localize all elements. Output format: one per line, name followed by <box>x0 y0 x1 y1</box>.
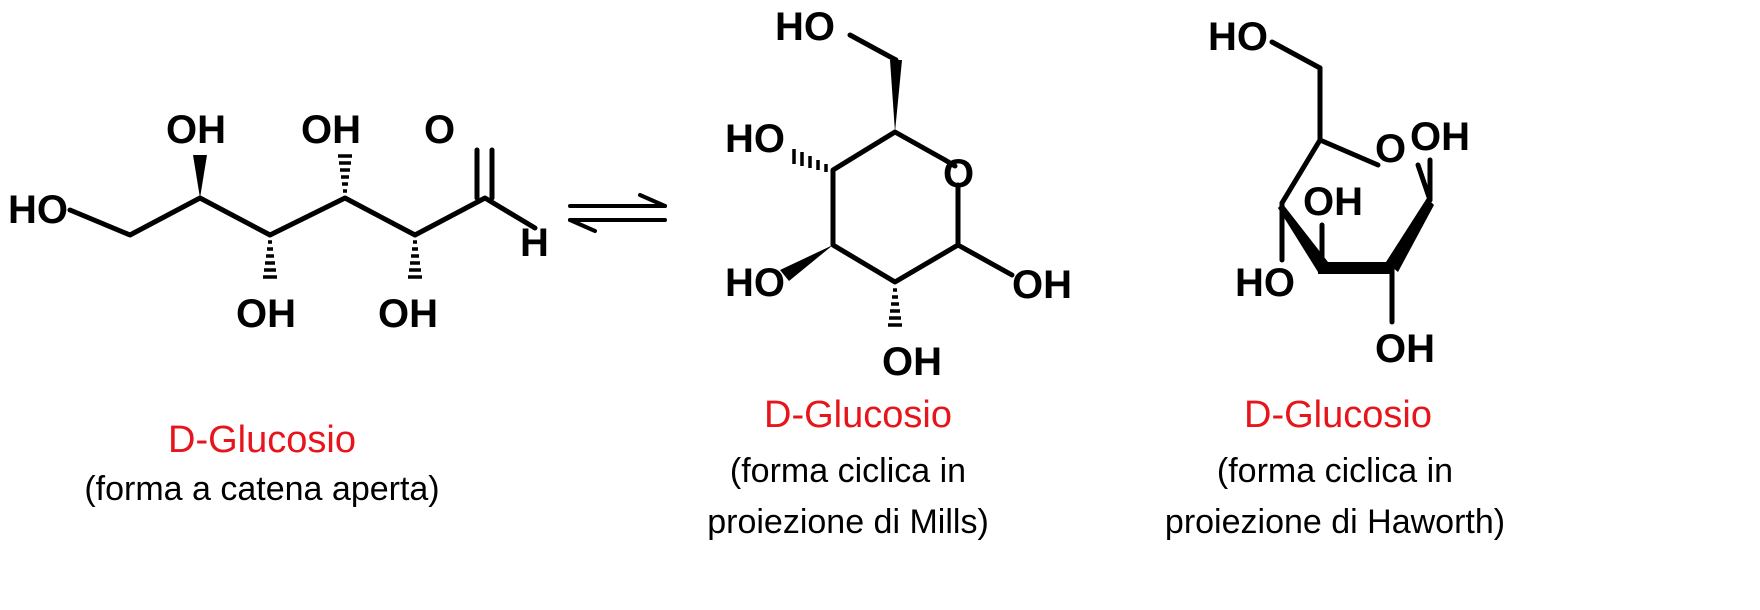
hash-bond-c3 <box>338 154 352 193</box>
hash-bond-c2 <box>408 240 422 279</box>
mills-c1-oh-bond <box>955 242 1015 278</box>
open-chain-name: D-Glucosio <box>168 419 356 461</box>
haworth-ho-c4: HO <box>1235 261 1295 305</box>
mills-c3-wedge <box>780 245 833 281</box>
mills-ho-c3: HO <box>725 261 785 305</box>
haworth-c5-c4-bond <box>1279 137 1323 206</box>
open-chain-backbone <box>67 195 538 238</box>
haworth-c2-c1-wedge <box>1386 198 1434 272</box>
mills-name: D-Glucosio <box>764 394 952 436</box>
open-chain-aldehyde-h: H <box>520 221 549 265</box>
haworth-oh-c1: OH <box>1410 115 1470 159</box>
mills-ho-ch2: HO <box>775 5 835 49</box>
haworth-name: D-Glucosio <box>1244 394 1432 436</box>
open-chain-oh-c2: OH <box>378 292 438 336</box>
open-chain-carbonyl-o: O <box>424 108 455 152</box>
mills-ch2-oh-bond <box>847 32 899 63</box>
haworth-description-line2: proiezione di Haworth) <box>1165 503 1505 541</box>
wedge-bond-c5 <box>193 155 207 198</box>
haworth-structure: HO O OH OH HO OH <box>1208 15 1470 371</box>
mills-ho-c4: HO <box>725 117 785 161</box>
mills-oh-c1: OH <box>1012 263 1072 307</box>
open-chain-oh-c3: OH <box>301 108 361 152</box>
mills-c5-ch2-wedge <box>890 60 902 132</box>
haworth-c4-c3-wedge <box>1278 203 1328 272</box>
mills-description-line2: proiezione di Mills) <box>707 503 989 541</box>
haworth-oh-c3: OH <box>1303 180 1363 224</box>
mills-ring-o: O <box>943 152 974 196</box>
haworth-c5-o-bond <box>1317 137 1381 168</box>
hash-bond-c4 <box>263 240 277 279</box>
mills-ring <box>830 129 961 285</box>
haworth-oh-c2: OH <box>1375 327 1435 371</box>
mills-c4-hash <box>792 149 828 172</box>
haworth-description-line1: (forma ciclica in <box>1217 452 1453 490</box>
haworth-ring-o: O <box>1375 127 1406 171</box>
mills-description-line1: (forma ciclica in <box>730 452 966 490</box>
mills-structure: HO HO O HO OH OH <box>725 5 1072 384</box>
open-chain-oh-c5: OH <box>166 108 226 152</box>
open-chain-description: (forma a catena aperta) <box>84 470 439 508</box>
haworth-ho-ch2: HO <box>1208 15 1268 59</box>
mills-c2-hash <box>888 288 902 327</box>
haworth-ch2-oh-bond <box>1269 39 1323 71</box>
haworth-c3-c2-bold <box>1318 262 1392 274</box>
open-chain-oh-c4: OH <box>236 292 296 336</box>
equilibrium-arrows <box>568 193 667 233</box>
open-chain-structure: HO OH OH OH OH O H <box>8 108 549 336</box>
mills-oh-c2: OH <box>882 340 942 384</box>
open-chain-ho-c6: HO <box>8 188 68 232</box>
